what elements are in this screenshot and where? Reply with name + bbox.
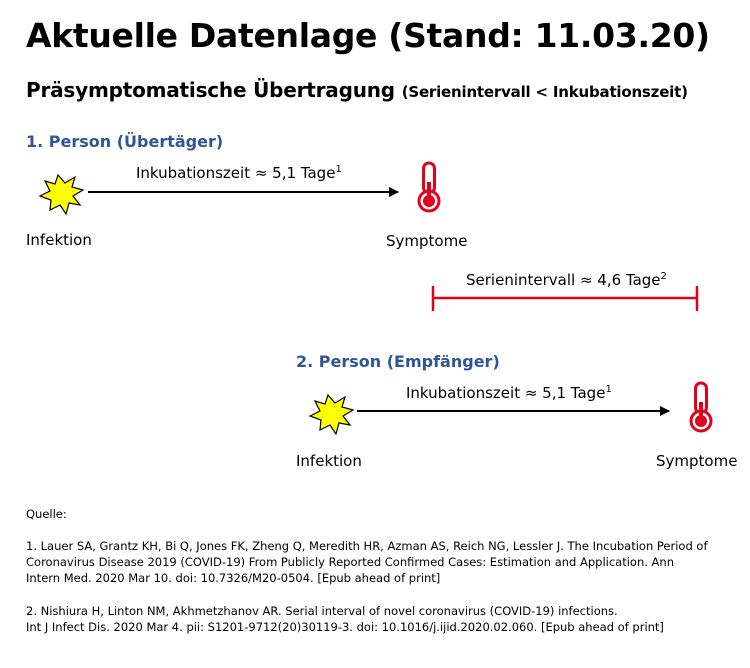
reference-2-line: 2. Nishiura H, Linton NM, Akhmetzhanov A… <box>26 604 618 618</box>
reference-1-line: Intern Med. 2020 Mar 10. doi: 10.7326/M2… <box>26 571 441 585</box>
footnote-ref: 2 <box>660 271 667 282</box>
person2-symptoms-label: Symptome <box>656 452 738 470</box>
subtitle-main: Präsymptomatische Übertragung <box>26 78 395 102</box>
person1-incubation-label: Inkubationszeit ≈ 5,1 Tage1 <box>136 164 342 182</box>
reference-2: 2. Nishiura H, Linton NM, Akhmetzhanov A… <box>26 603 726 635</box>
sources-heading: Quelle: <box>26 507 67 521</box>
person1-symptoms-label: Symptome <box>386 232 468 250</box>
person2-heading: 2. Person (Empfänger) <box>296 352 500 371</box>
thermometer-icon <box>417 161 441 213</box>
thermometer-icon <box>689 381 713 433</box>
person1-heading: 1. Person (Übertäger) <box>26 132 224 151</box>
reference-1-line: Coronavirus Disease 2019 (COVID-19) From… <box>26 555 674 569</box>
serial-interval-bracket <box>431 286 699 311</box>
reference-2-line: Int J Infect Dis. 2020 Mar 4. pii: S1201… <box>26 620 664 634</box>
infection-burst-icon <box>38 173 85 216</box>
reference-1: 1. Lauer SA, Grantz KH, Bi Q, Jones FK, … <box>26 538 726 586</box>
person2-infection-label: Infektion <box>296 452 362 470</box>
reference-1-line: 1. Lauer SA, Grantz KH, Bi Q, Jones FK, … <box>26 539 708 553</box>
serial-interval-label: Serienintervall ≈ 4,6 Tage2 <box>466 271 667 289</box>
person1-infection-label: Infektion <box>26 231 92 249</box>
footnote-ref: 1 <box>335 164 342 175</box>
infection-burst-icon <box>308 393 355 436</box>
subtitle: Präsymptomatische Übertragung (Serienint… <box>26 78 688 102</box>
person2-incubation-label: Inkubationszeit ≈ 5,1 Tage1 <box>406 384 612 402</box>
page-title: Aktuelle Datenlage (Stand: 11.03.20) <box>26 16 710 55</box>
footnote-ref: 1 <box>605 384 612 395</box>
subtitle-note: (Serienintervall < Inkubationszeit) <box>401 83 688 101</box>
